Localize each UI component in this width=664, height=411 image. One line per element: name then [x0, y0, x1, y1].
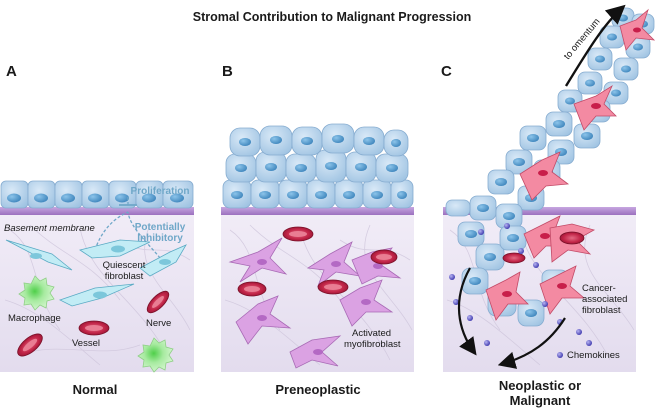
potentially-inhibitory-label-1: Potentially: [135, 222, 186, 233]
caf-label-2: associated: [582, 294, 627, 305]
panel-c: C: [441, 4, 656, 408]
panel-b-letter: B: [222, 63, 233, 80]
panel-c-stage-label-2: Malignant: [510, 393, 571, 408]
panel-b-epithelium: [222, 123, 414, 209]
quiescent-fibroblast-label-1: Quiescent: [103, 260, 146, 271]
caf-label-1: Cancer-: [582, 283, 616, 294]
activated-myofibroblast-label-1: Activated: [352, 328, 391, 339]
caf-label-3: fibroblast: [582, 305, 621, 316]
panel-a-letter: A: [6, 63, 17, 80]
invasion-arrow-left: [457, 267, 477, 356]
vessel-label: Vessel: [72, 338, 100, 349]
chemokine-legend-icon: [557, 352, 563, 358]
panel-c-vessels: [502, 231, 585, 264]
chemokine-dots: [449, 223, 592, 346]
activated-myofibroblast-label-2: myofibroblast: [344, 339, 401, 350]
panel-c-letter: C: [441, 63, 452, 80]
panel-b: B: [221, 63, 414, 397]
figure-title: Stromal Contribution to Malignant Progre…: [193, 10, 471, 24]
nerve-label: Nerve: [146, 318, 171, 329]
myofibroblasts: [228, 237, 402, 369]
macrophage-icon-2: [137, 337, 174, 373]
panel-a: A: [0, 63, 194, 397]
macrophage-label: Macrophage: [8, 313, 61, 324]
quiescent-fibroblast-label-2: fibroblast: [105, 271, 144, 282]
panel-a-signal-lines: [94, 196, 161, 259]
potentially-inhibitory-label-2: Inhibitory: [137, 233, 183, 244]
quiescent-fibroblasts: [5, 239, 187, 307]
macrophage-icon: [18, 275, 55, 311]
vessel-icons: [17, 290, 170, 357]
chemokines-label: Chemokines: [567, 350, 620, 361]
invasion-arrow-bottom: [497, 317, 566, 369]
panel-a-basement-membrane: [0, 207, 194, 215]
panel-c-basement-membrane: [443, 207, 636, 215]
proliferation-label: Proliferation: [131, 186, 190, 197]
panel-b-stage-label: Preneoplastic: [275, 382, 360, 397]
panel-b-basement-membrane: [221, 207, 414, 215]
basement-membrane-label: Basement membrane: [4, 223, 95, 234]
panel-b-vessels: [237, 226, 398, 297]
panel-c-stage-label-1: Neoplastic or: [499, 378, 581, 393]
omentum-arrow: [564, 4, 626, 87]
panel-a-stage-label: Normal: [73, 382, 118, 397]
panel-a-epithelium: [0, 180, 194, 209]
